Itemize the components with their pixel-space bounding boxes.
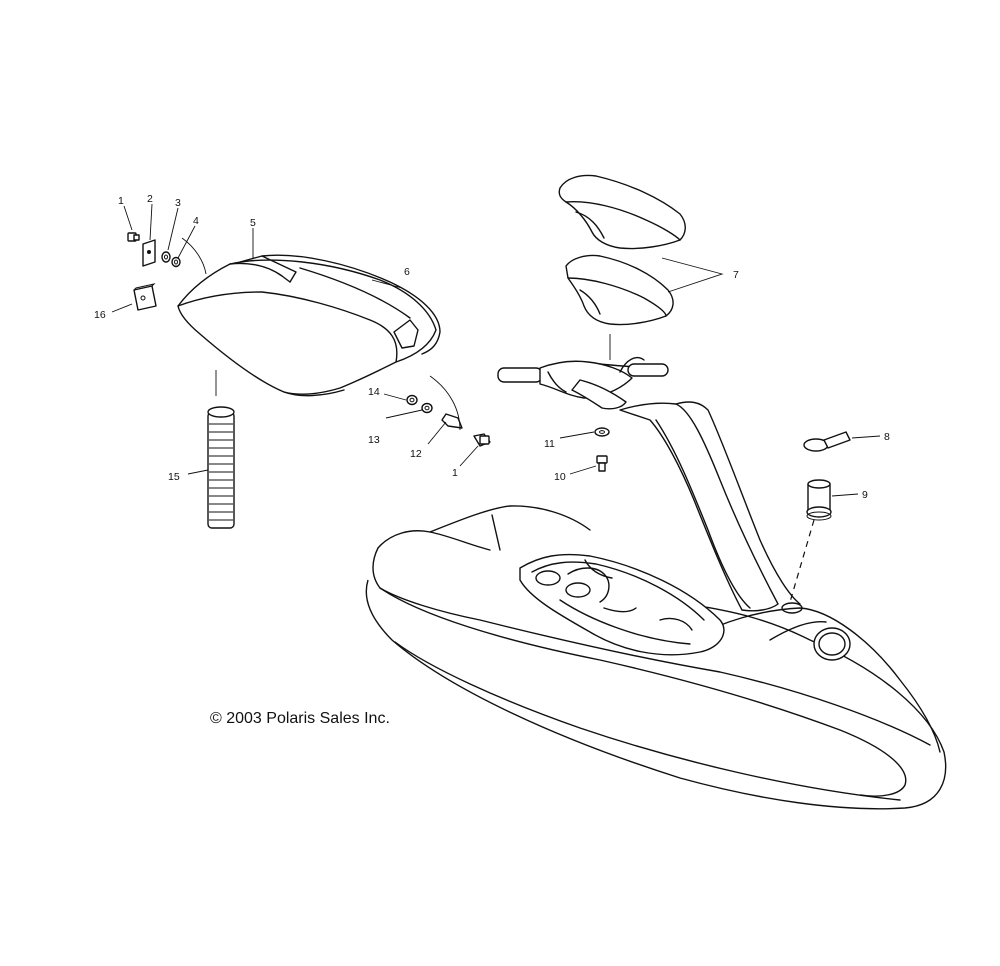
seat-pads (558, 174, 686, 326)
filler-neck-part-9 (806, 479, 832, 521)
copyright-notice: © 2003 Polaris Sales Inc. (210, 710, 390, 727)
callout-15: 15 (168, 471, 180, 483)
callout-5: 5 (250, 217, 256, 229)
clip-part-8 (803, 431, 851, 452)
callout-1-lower: 1 (452, 467, 458, 479)
washer-part-13 (421, 402, 433, 414)
screw-part-1 (127, 232, 140, 242)
callout-9: 9 (862, 489, 868, 501)
callout-8: 8 (884, 431, 890, 443)
catch-part-12 (441, 413, 463, 429)
storage-hood (177, 254, 441, 397)
callout-11: 11 (544, 438, 555, 450)
bolt-part-10 (596, 455, 608, 472)
callout-3: 3 (175, 197, 181, 209)
hull (365, 401, 947, 810)
callout-1: 1 (118, 195, 124, 207)
latch-part-16 (133, 283, 157, 311)
nut-part-14 (406, 394, 418, 406)
callout-10: 10 (554, 471, 566, 483)
nut-part-4 (171, 256, 181, 268)
callout-labels: 1 2 3 4 5 6 7 8 9 10 11 12 1 13 14 15 16 (94, 193, 890, 501)
callout-2: 2 (147, 193, 153, 205)
callout-4: 4 (193, 215, 199, 227)
washer-part-11 (594, 427, 610, 437)
callout-6: 6 (404, 266, 410, 278)
screw-part-1-lower (473, 433, 491, 447)
callout-14: 14 (368, 386, 380, 398)
assembly-lines (181, 237, 815, 603)
callout-16: 16 (94, 309, 106, 321)
handlebar (497, 356, 669, 410)
bracket-part-2 (142, 239, 156, 267)
callout-7: 7 (733, 269, 739, 281)
washer-part-3 (161, 251, 171, 263)
leader-lines (111, 203, 881, 497)
hose-part-15 (207, 406, 235, 529)
callout-12: 12 (410, 448, 422, 460)
callout-13: 13 (368, 434, 380, 446)
